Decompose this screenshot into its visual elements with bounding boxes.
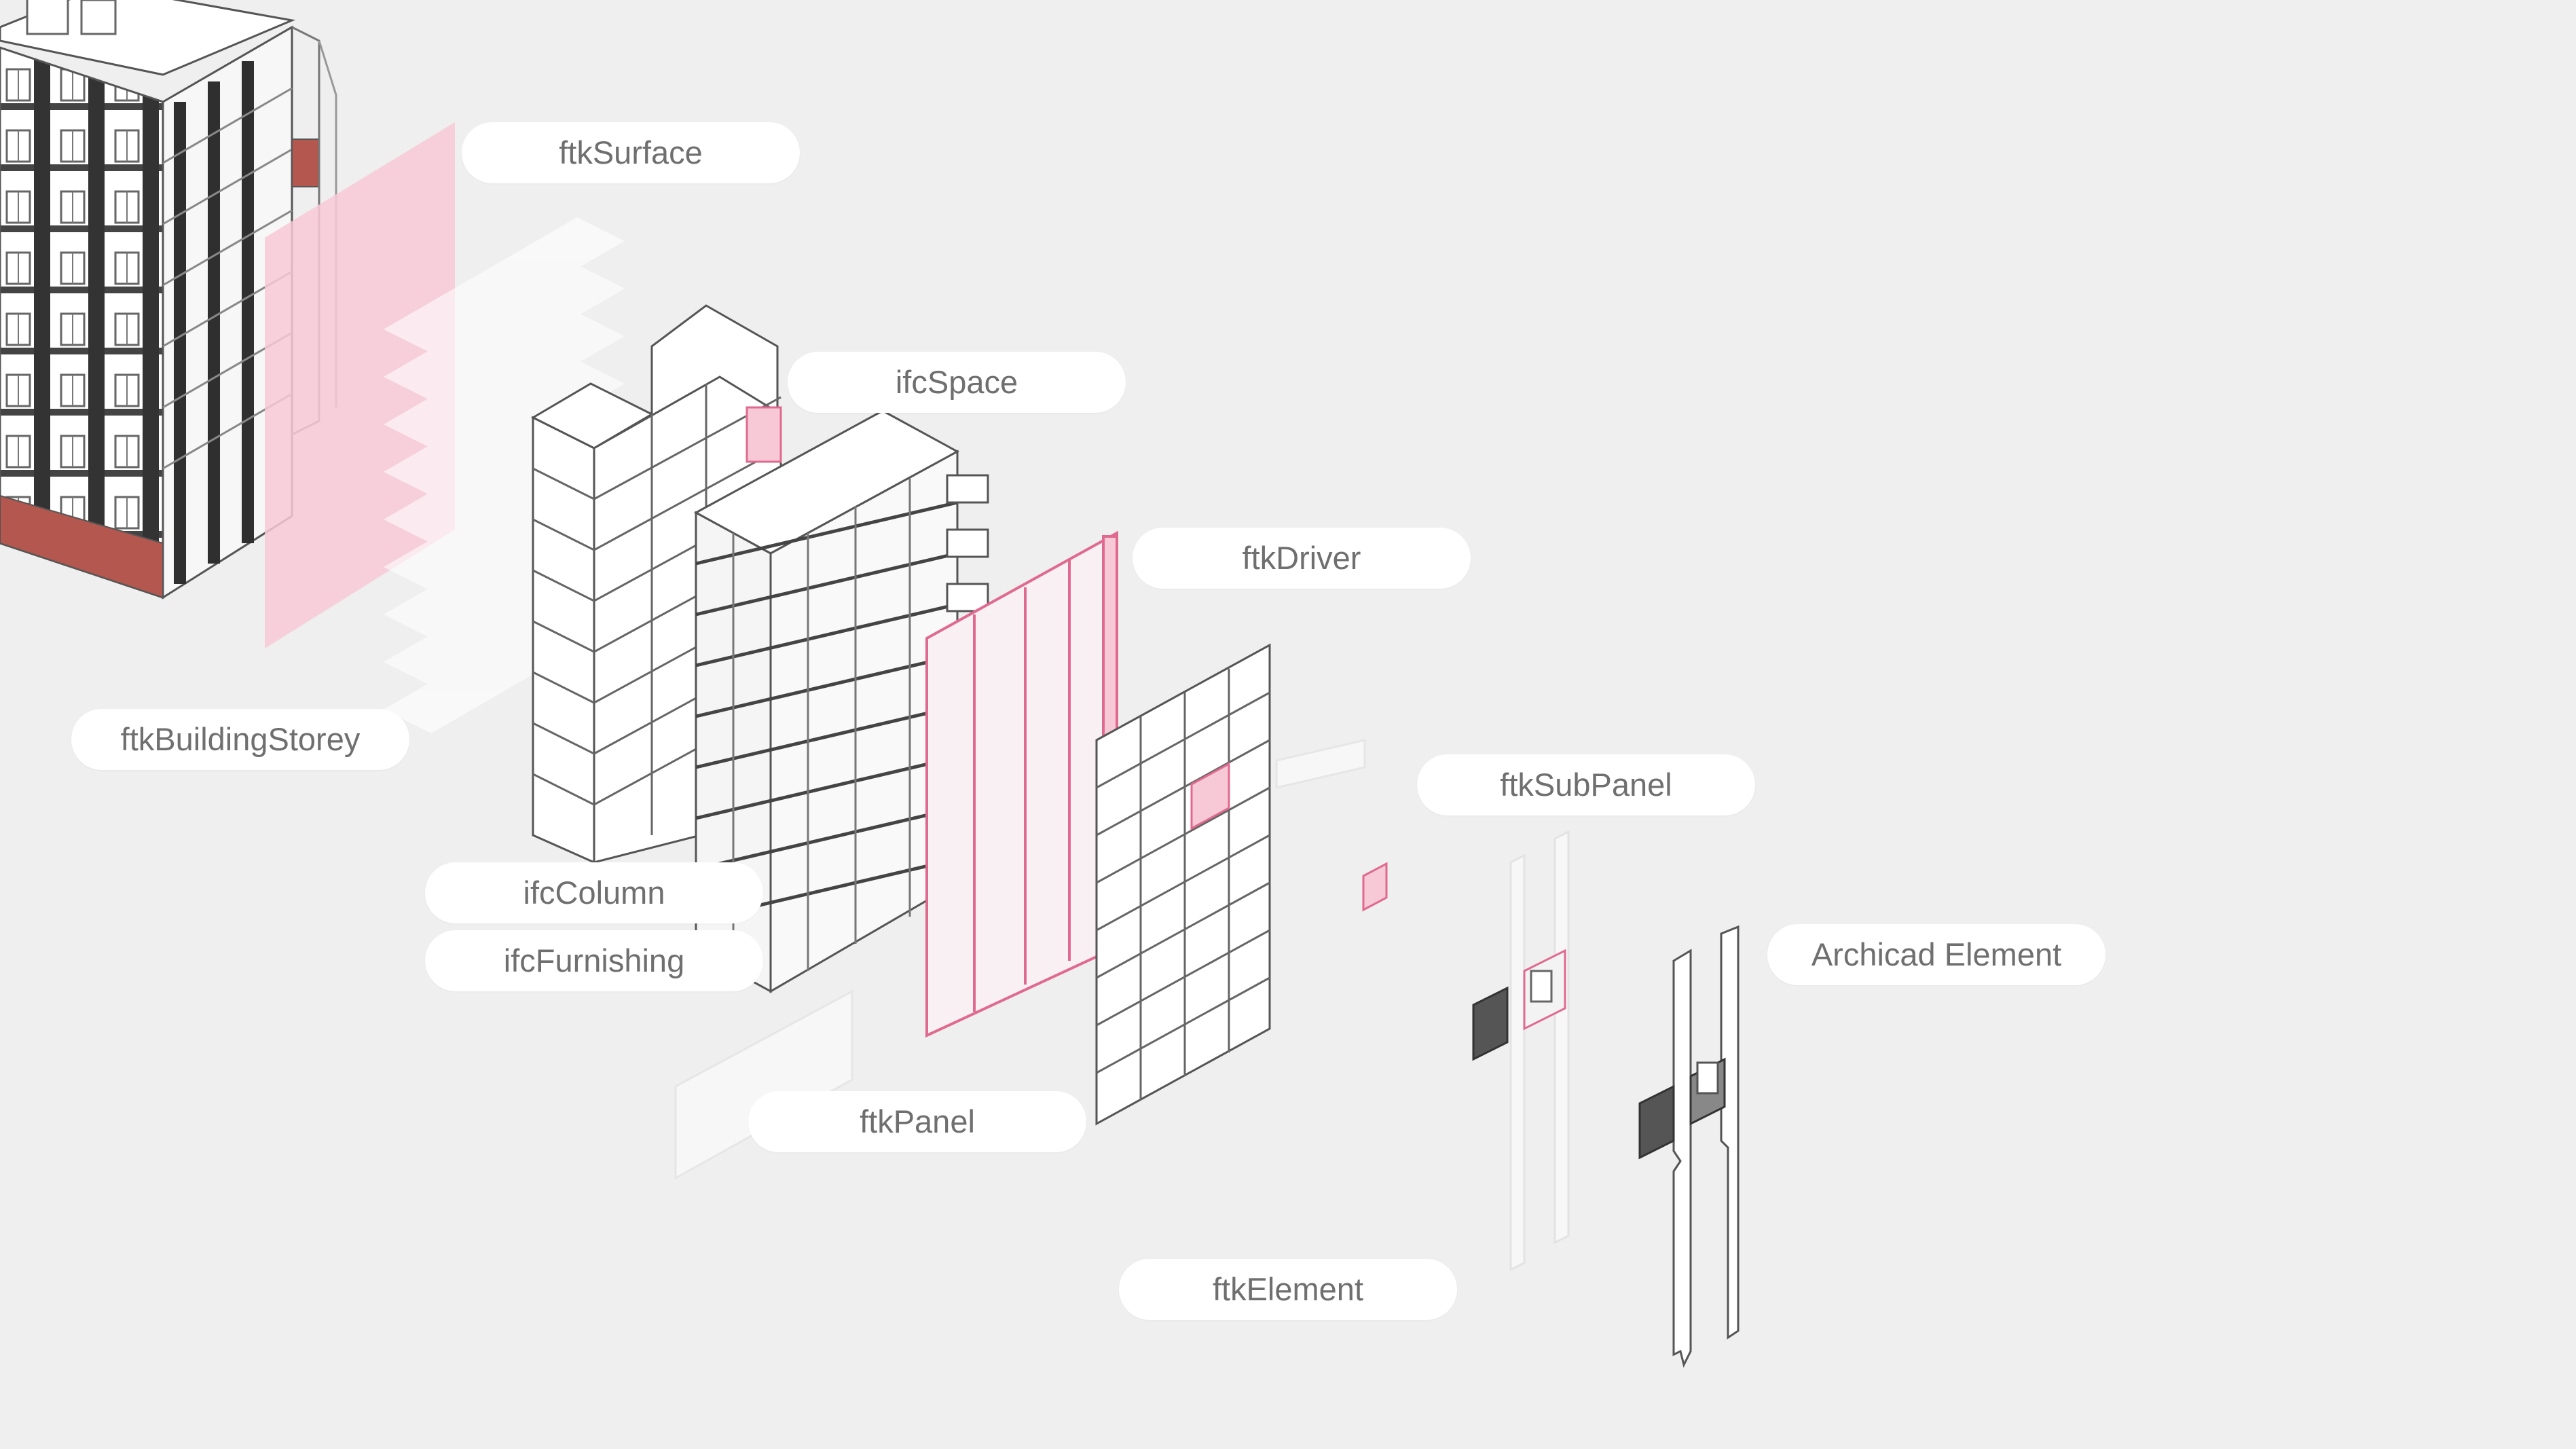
label-ftk-building-storey: ftkBuildingStorey [71,709,409,770]
label-ifc-furnishing: ifcFurnishing [425,930,763,991]
label-ftk-element: ftkElement [1119,1259,1457,1320]
label-ftk-surface: ftkSurface [462,122,800,183]
sub-panel [1362,862,1388,912]
driver-panels [925,530,1118,1038]
ghost-panels [674,739,1366,1180]
element-pieces [1472,830,1570,1272]
archicad-element-pieces [1638,925,1740,1368]
label-ifc-column: ifcColumn [425,862,763,923]
label-ftk-panel: ftkPanel [748,1091,1086,1152]
panel-grid [1095,643,1271,1126]
label-ftk-sub-panel: ftkSubPanel [1417,754,1755,815]
label-archicad-element: Archicad Element [1767,924,2105,985]
label-ifc-space: ifcSpace [788,352,1126,413]
building-model [0,0,337,600]
label-ftk-driver: ftkDriver [1133,528,1471,589]
